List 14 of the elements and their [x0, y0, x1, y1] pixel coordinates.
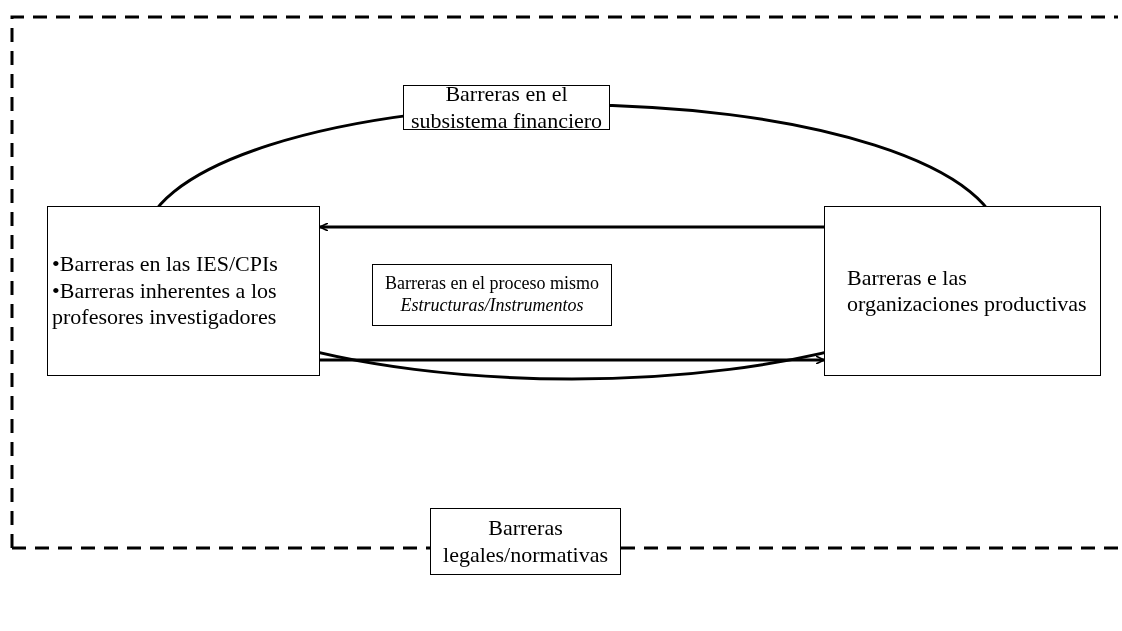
text-box — [403, 85, 610, 130]
arrow — [320, 355, 825, 365]
box-text: Estructuras/Instrumentos — [399, 295, 585, 317]
text-box — [824, 206, 1101, 376]
box-text: •Barreras inherentes a los profesores investigadores — [52, 277, 278, 331]
box-text: Barreras en el proceso mismo — [384, 273, 600, 295]
text-box — [430, 508, 621, 575]
box-text: •Barreras en las IES/CPIs — [52, 251, 279, 278]
text-box — [372, 264, 612, 326]
box-text: Barreras e las organizaciones productivas — [847, 264, 1088, 318]
box-text: Barreras en el subsistema financiero — [409, 81, 604, 134]
box-text: Barreras legales/normativas — [442, 515, 609, 568]
arrow — [319, 222, 824, 232]
text-box — [47, 206, 320, 376]
